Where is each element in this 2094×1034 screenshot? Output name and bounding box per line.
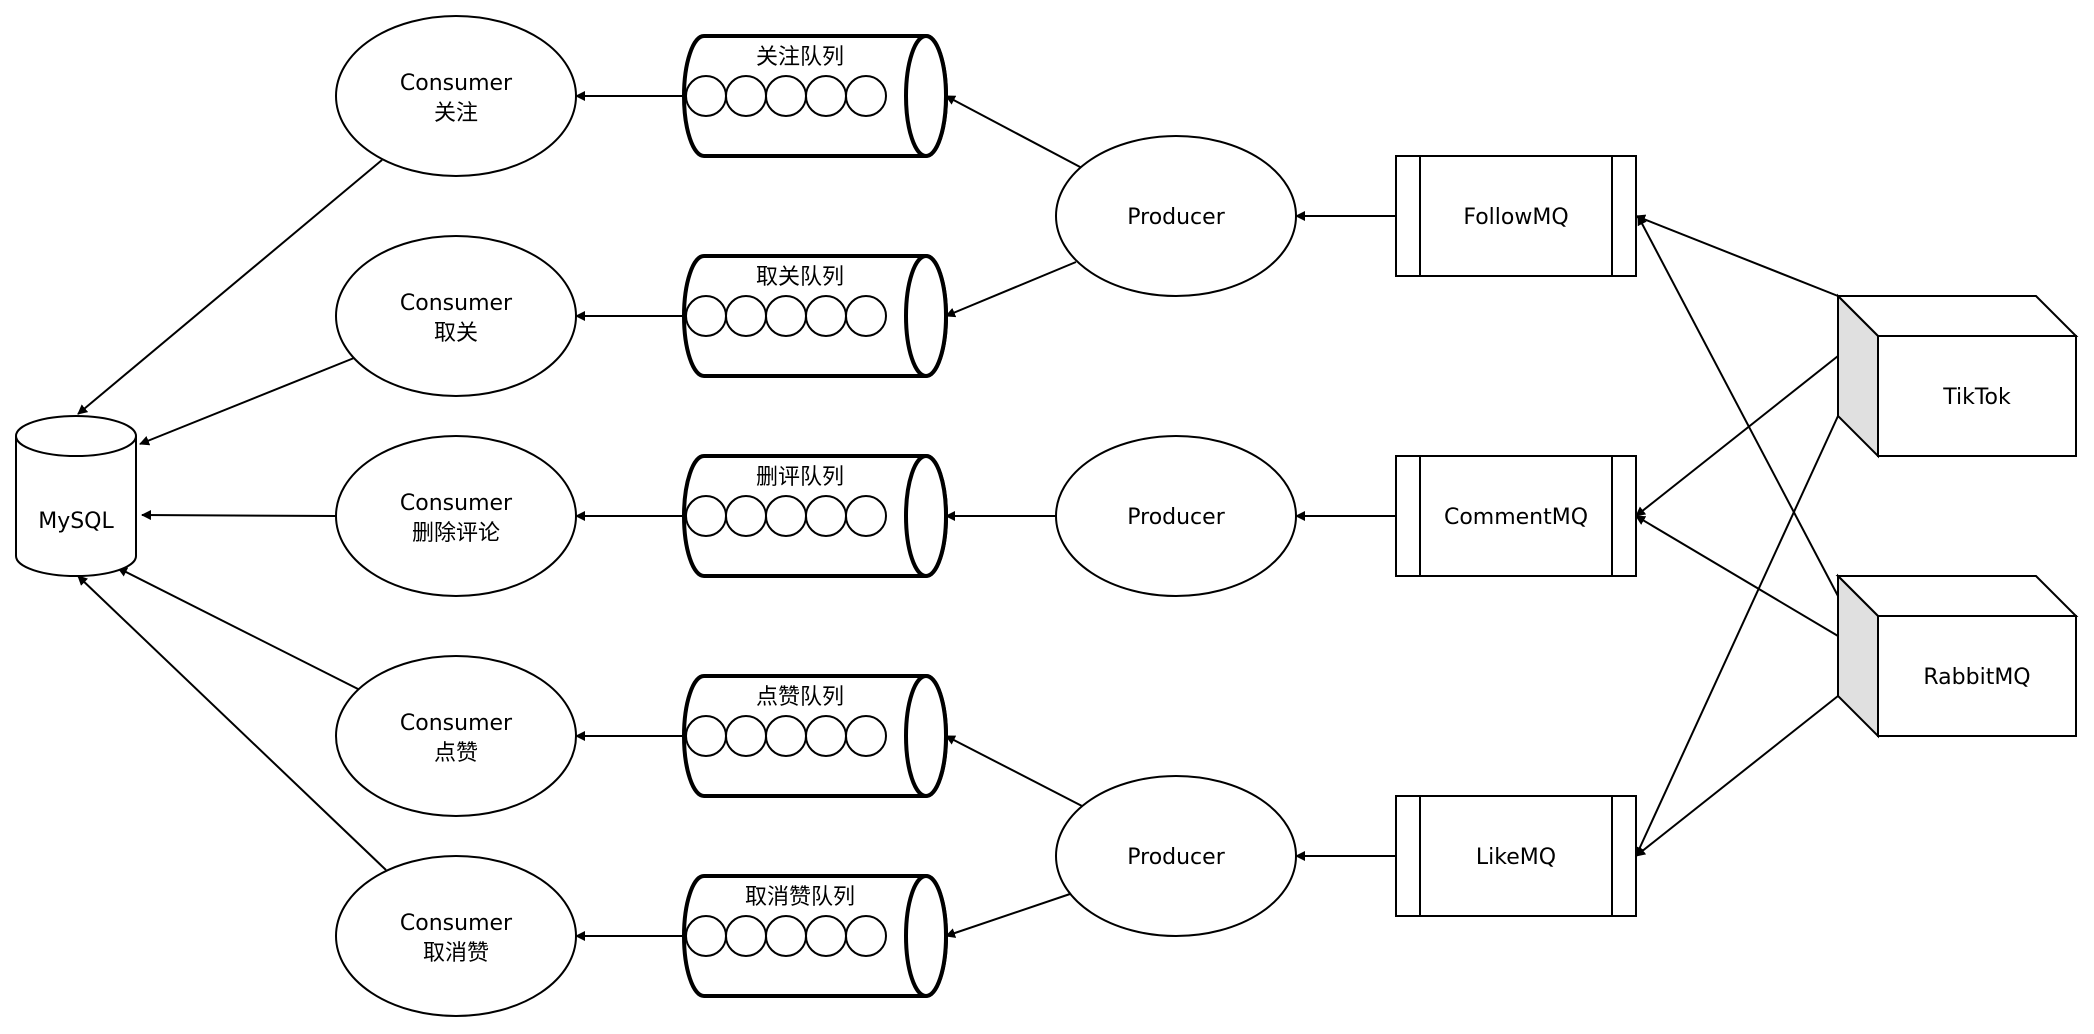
producer-follow-label: Producer	[1127, 205, 1225, 230]
edge-producer-like-to-queue-like	[945, 735, 1083, 807]
queue-follow-label: 关注队列	[756, 45, 844, 70]
queue-like-label: 点赞队列	[756, 685, 844, 710]
consumer-follow-subtitle: 关注	[434, 101, 478, 126]
queue-follow: 关注队列	[682, 34, 948, 158]
consumer-like-subtitle: 点赞	[434, 741, 478, 766]
tiktok-node: TikTok	[1835, 293, 2079, 459]
edge-consumer-unfollow-to-mysql	[139, 357, 355, 446]
followmq-label: FollowMQ	[1463, 205, 1568, 230]
edge-rabbitmq-to-followmq	[1637, 215, 1839, 597]
edge-rabbitmq-to-commentmq	[1635, 515, 1839, 637]
queue-delete-comment: 删评队列	[682, 454, 948, 578]
edge-tiktok-to-commentmq	[1635, 355, 1839, 517]
followmq-box: FollowMQ	[1395, 155, 1637, 277]
consumer-follow-title: Consumer	[400, 71, 513, 96]
producer-like: Producer	[1055, 775, 1297, 937]
producer-like-label: Producer	[1127, 845, 1225, 870]
edge-producer-follow-to-queue-follow	[945, 95, 1083, 169]
consumer-delete-comment-subtitle: 删除评论	[412, 521, 500, 546]
consumer-follow: Consumer 关注	[335, 15, 577, 177]
commentmq-label: CommentMQ	[1444, 505, 1588, 530]
edge-consumer-delcomment-to-mysql	[141, 510, 337, 521]
likemq-box: LikeMQ	[1395, 795, 1637, 917]
edges	[77, 91, 1839, 941]
commentmq-box: CommentMQ	[1395, 455, 1637, 577]
producer-comment-label: Producer	[1127, 505, 1225, 530]
consumer-delete-comment-title: Consumer	[400, 491, 513, 516]
consumer-like: Consumer 点赞	[335, 655, 577, 817]
edge-consumer-unlike-to-mysql	[77, 575, 387, 871]
edge-consumer-follow-to-mysql	[77, 159, 383, 415]
queue-unfollow: 取关队列	[682, 254, 948, 378]
mysql-database: MySQL	[15, 415, 137, 577]
producer-comment: Producer	[1055, 435, 1297, 597]
mysql-label: MySQL	[38, 509, 114, 534]
edge-consumer-like-to-mysql	[117, 567, 361, 691]
edge-producer-like-to-queue-unlike	[945, 893, 1071, 938]
consumer-unfollow-title: Consumer	[400, 291, 513, 316]
consumer-unlike-subtitle: 取消赞	[423, 941, 489, 966]
tiktok-label: TikTok	[1942, 385, 2011, 410]
queue-unfollow-label: 取关队列	[756, 265, 844, 290]
edge-tiktok-to-likemq	[1635, 415, 1839, 857]
rabbitmq-label: RabbitMQ	[1923, 665, 2030, 690]
producer-follow: Producer	[1055, 135, 1297, 297]
rabbitmq-node: RabbitMQ	[1835, 573, 2079, 739]
consumer-delete-comment: Consumer 删除评论	[335, 435, 577, 597]
consumer-unlike-title: Consumer	[400, 911, 513, 936]
queue-like: 点赞队列	[682, 674, 948, 798]
queue-unlike-label: 取消赞队列	[745, 885, 855, 910]
edge-rabbitmq-to-likemq	[1635, 695, 1839, 857]
edge-producer-follow-to-queue-unfollow	[945, 261, 1077, 318]
consumer-unlike: Consumer 取消赞	[335, 855, 577, 1017]
consumer-like-title: Consumer	[400, 711, 513, 736]
queue-delete-comment-label: 删评队列	[756, 465, 844, 490]
consumer-unfollow: Consumer 取关	[335, 235, 577, 397]
edge-tiktok-to-followmq	[1635, 214, 1839, 297]
queue-unlike: 取消赞队列	[682, 874, 948, 998]
likemq-label: LikeMQ	[1476, 845, 1556, 870]
consumer-unfollow-subtitle: 取关	[434, 321, 478, 346]
